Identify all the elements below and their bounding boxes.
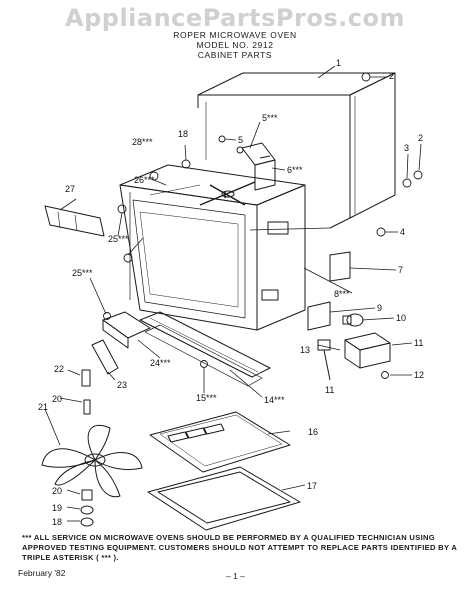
oven-rack: [147, 466, 301, 531]
vent-cover: [44, 205, 105, 237]
callout-16: 16: [308, 427, 318, 437]
callout-8-restricted: 8***: [334, 289, 350, 299]
glass-tray: [149, 411, 291, 473]
callout-11: 11: [414, 338, 423, 348]
publication-date: February '82: [18, 568, 66, 578]
callout-1: 1: [336, 58, 341, 68]
callout-23: 23: [117, 380, 127, 390]
callout-25-restricted: 25***: [72, 268, 93, 278]
callout-labels: 1 2 2 3 4 5 5*** 6*** 7 8*** 9 10 11 11 …: [38, 58, 424, 527]
callout-17: 17: [307, 481, 317, 491]
callout-3: 3: [404, 143, 409, 153]
callout-4: 4: [400, 227, 405, 237]
callout-10: 10: [396, 313, 406, 323]
callout-2: 2: [389, 71, 394, 81]
page-number: – 1 –: [226, 571, 245, 581]
diagram-title: ROPER MICROWAVE OVEN: [173, 30, 297, 40]
callout-22: 22: [54, 364, 64, 374]
insulator-plate: [307, 301, 331, 331]
callout-20: 20: [52, 394, 62, 404]
service-warning-note: *** ALL SERVICE ON MICROWAVE OVENS SHOUL…: [22, 533, 457, 562]
oven-cavity: [119, 164, 306, 331]
watermark: AppliancePartsPros.com: [65, 4, 405, 32]
bottom-trim: [139, 311, 271, 387]
callout-14-restricted: 14***: [264, 395, 285, 405]
callout-26-restricted: 26***: [134, 175, 155, 185]
callout-5-restricted: 5***: [262, 113, 278, 123]
mounting-plate: [91, 339, 119, 375]
callout-5: 5: [238, 135, 243, 145]
oven-lamp: [342, 313, 364, 327]
callout-13: 13: [300, 345, 310, 355]
hinge-bracket: [102, 311, 151, 349]
cabinet-wrapper: [197, 72, 396, 231]
callout-21: 21: [38, 402, 48, 412]
callout-18: 18: [52, 517, 62, 527]
model-number: MODEL NO. 2912: [196, 40, 274, 50]
callout-9: 9: [377, 303, 382, 313]
callout-25-restricted: 25***: [108, 234, 129, 244]
fan-assembly: [41, 369, 143, 527]
label-plate: [329, 251, 351, 282]
callout-2: 2: [418, 133, 423, 143]
callout-24-restricted: 24***: [150, 358, 171, 368]
callout-28-restricted: 28***: [132, 137, 153, 147]
callout-7: 7: [398, 265, 403, 275]
callout-20: 20: [52, 486, 62, 496]
terminal-block: [344, 332, 391, 369]
callout-6-restricted: 6***: [287, 165, 303, 175]
callout-27: 27: [65, 184, 75, 194]
callout-15-restricted: 15***: [196, 393, 217, 403]
callout-19: 19: [52, 503, 62, 513]
callout-11: 11: [325, 385, 334, 395]
leader-lines: [44, 65, 422, 522]
switch-bracket: [241, 142, 276, 191]
section-title: CABINET PARTS: [197, 50, 273, 60]
callout-18: 18: [178, 129, 188, 139]
callout-12: 12: [414, 370, 424, 380]
